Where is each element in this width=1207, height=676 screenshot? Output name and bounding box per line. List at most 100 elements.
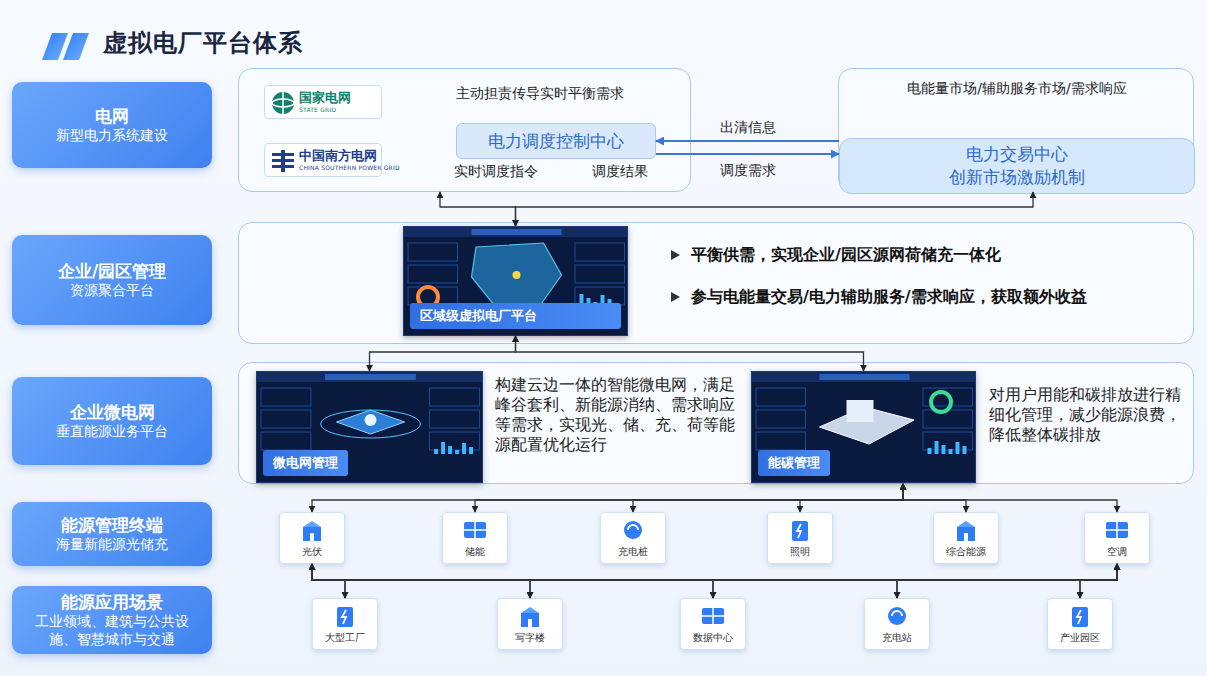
- trade-label: 电力交易中心: [966, 143, 1068, 166]
- logo-name: 国家电网: [299, 91, 377, 105]
- term-label: 大型工厂: [325, 631, 365, 645]
- connector: [713, 564, 1117, 598]
- connector: [345, 564, 1117, 598]
- dispatch-node: 电力调度控制中心: [456, 123, 656, 159]
- shot-node: 微电网管理: [256, 371, 483, 483]
- terminal-icon: [1103, 519, 1131, 543]
- term-node: 数据中心: [680, 598, 746, 650]
- term-label: 照明: [790, 545, 810, 559]
- term-node: 照明: [767, 512, 833, 564]
- screen-label: 能碳管理: [758, 450, 830, 476]
- box-heading: 电网: [95, 106, 129, 127]
- panel-text: 调度结果: [592, 163, 687, 181]
- logo-node: 国家电网STATE GRID: [264, 85, 382, 119]
- connector: [312, 564, 897, 598]
- title: 虚拟电厂平台体系: [103, 27, 303, 59]
- panel-text: 对用户用能和碳排放进行精细化管理，减少能源浪费，降低整体碳排放: [989, 385, 1183, 445]
- term-node: 综合能源: [933, 512, 999, 564]
- term-label: 综合能源: [946, 545, 986, 559]
- box-subtext: 工业领域、建筑与公共设施、智慧城市与交通: [24, 613, 200, 648]
- panel-node: 构建云边一体的智能微电网，满足峰谷套利、新能源消纳、需求响应等需求，实现光、储、…: [238, 362, 1194, 484]
- title-bar: [42, 33, 68, 60]
- terminal-icon: [619, 519, 647, 543]
- connector: [1080, 564, 1117, 598]
- term-label: 产业园区: [1060, 631, 1100, 645]
- term-node: 充电站: [864, 598, 930, 650]
- connector: [312, 484, 903, 512]
- terminal-icon: [883, 605, 911, 629]
- term-node: 写字楼: [497, 598, 563, 650]
- screen-label: 微电网管理: [263, 450, 348, 476]
- term-node: 充电桩: [600, 512, 666, 564]
- left-node: 能源管理终端海量新能源光储充: [12, 502, 212, 566]
- box-heading: 企业微电网: [70, 402, 155, 423]
- term-node: 产业园区: [1047, 598, 1113, 650]
- screen-label: 区域级虚拟电厂平台: [410, 303, 621, 329]
- panel-text: 平衡供需，实现企业/园区源网荷储充一体化: [691, 245, 1181, 266]
- term-label: 数据中心: [693, 631, 733, 645]
- terminal-icon: [699, 605, 727, 629]
- connector: [516, 192, 1034, 226]
- term-label: 光伏: [302, 545, 322, 559]
- connector: [312, 564, 345, 598]
- term-node: 光伏: [279, 512, 345, 564]
- connector: [475, 484, 903, 512]
- terminal-icon: [952, 519, 980, 543]
- connector: [656, 153, 839, 155]
- dispatch-label: 电力调度控制中心: [488, 130, 624, 153]
- term-node: 大型工厂: [312, 598, 378, 650]
- term-label: 充电桩: [618, 545, 648, 559]
- connector: [312, 564, 530, 598]
- term-node: 空调: [1084, 512, 1150, 564]
- edge-label: 调度需求: [717, 162, 779, 180]
- connector: [530, 564, 1117, 598]
- connector: [633, 484, 903, 512]
- box-heading: 能源应用场景: [61, 592, 163, 613]
- left-node: 能源应用场景工业领域、建筑与公共设施、智慧城市与交通: [12, 586, 212, 654]
- connector: [516, 336, 864, 371]
- terminal-icon: [298, 519, 326, 543]
- box-subtext: 新型电力系统建设: [56, 127, 168, 145]
- connector: [370, 336, 516, 371]
- term-label: 写字楼: [515, 631, 545, 645]
- panel-text: 电能量市场/辅助服务市场/需求响应: [839, 80, 1195, 98]
- term-label: 储能: [465, 545, 485, 559]
- panel-text: 构建云边一体的智能微电网，满足峰谷套利、新能源消纳、需求响应等需求，实现光、储、…: [495, 375, 743, 456]
- connector: [903, 484, 1117, 512]
- trade-node: 电力交易中心创新市场激励机制: [839, 138, 1195, 194]
- panel-text: 实时调度指令: [454, 163, 574, 181]
- left-node: 企业微电网垂直能源业务平台: [12, 377, 212, 465]
- term-node: 储能: [442, 512, 508, 564]
- terminal-icon: [1066, 605, 1094, 629]
- logo-mark: [270, 90, 296, 116]
- panel-node: 主动担责传导实时平衡需求实时调度指令调度结果 国家电网STATE GRID 中国南方…: [238, 68, 691, 192]
- logo-name: 中国南方电网: [299, 149, 377, 163]
- terminal-icon: [331, 605, 359, 629]
- terminal-icon: [516, 605, 544, 629]
- left-node: 电网新型电力系统建设: [12, 82, 212, 168]
- terminal-icon: [461, 519, 489, 543]
- box-heading: 企业/园区管理: [58, 261, 166, 282]
- logo-node: 中国南方电网CHINA SOUTHERN POWER GRID: [264, 143, 382, 177]
- shot-node: 区域级虚拟电厂平台: [403, 226, 628, 336]
- logo-mark: [270, 148, 296, 174]
- panel-text: 参与电能量交易/电力辅助服务/需求响应，获取额外收益: [691, 287, 1181, 308]
- connector: [897, 564, 1117, 598]
- connector: [312, 564, 713, 598]
- left-node: 企业/园区管理资源聚合平台: [12, 235, 212, 325]
- connector: [800, 484, 903, 512]
- connector: [656, 140, 839, 142]
- connector: [440, 192, 516, 226]
- panel-text: 主动担责传导实时平衡需求: [456, 85, 681, 103]
- box-subtext: 资源聚合平台: [70, 282, 154, 300]
- trade-label: 创新市场激励机制: [949, 166, 1085, 189]
- title-bar: [63, 33, 89, 60]
- edge-label: 出清信息: [717, 119, 779, 137]
- terminal-icon: [786, 519, 814, 543]
- shot-node: 能碳管理: [751, 371, 976, 483]
- panel-node: 平衡供需，实现企业/园区源网荷储充一体化参与电能量交易/电力辅助服务/需求响应，…: [238, 222, 1194, 344]
- term-label: 空调: [1107, 545, 1127, 559]
- connector: [903, 484, 966, 512]
- box-subtext: 海量新能源光储充: [56, 536, 168, 554]
